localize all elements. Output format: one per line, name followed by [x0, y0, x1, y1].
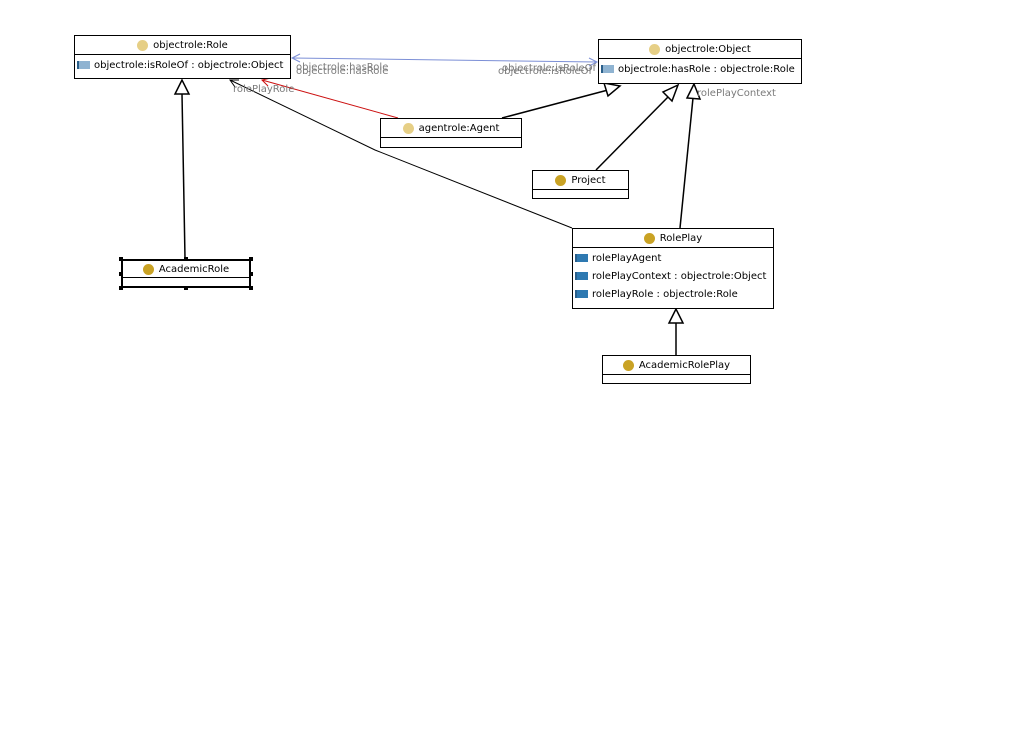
class-name: objectrole:Object [665, 43, 751, 55]
property-icon [575, 272, 588, 280]
property-icon [601, 65, 614, 73]
class-name: AcademicRole [158, 263, 230, 275]
class-icon [643, 232, 655, 244]
class-icon [402, 122, 414, 134]
edge-label-roleplayrole: rolePlayRole [233, 84, 295, 95]
edge-label-hasrole: objectrole:hasRole [296, 62, 389, 73]
selection-handle[interactable] [184, 257, 188, 261]
class-box-roleplay[interactable]: RolePlay rolePlayAgent rolePlayContext :… [572, 228, 774, 309]
selection-handle[interactable] [249, 272, 253, 276]
selection-handle[interactable] [249, 286, 253, 290]
selection-handle[interactable] [184, 286, 188, 290]
property-icon [575, 290, 588, 298]
inheritance-academicroleplay-roleplay[interactable] [667, 307, 685, 355]
class-icon [555, 174, 567, 186]
class-icon [649, 43, 661, 55]
association-roleplay-role[interactable] [229, 79, 573, 229]
inheritance-agent-object[interactable] [501, 82, 622, 119]
class-box-role[interactable]: objectrole:Role objectrole:isRoleOf : ob… [74, 35, 291, 79]
attribute-row[interactable]: objectrole:hasRole : objectrole:Role [601, 60, 799, 78]
attribute-row[interactable]: objectrole:isRoleOf : objectrole:Object [77, 56, 288, 74]
edge-label-isroleof: objectrole:isRoleOf [502, 63, 597, 74]
selection-handle[interactable] [119, 257, 123, 261]
property-icon [77, 61, 90, 69]
class-box-academicrole[interactable]: AcademicRole [121, 259, 251, 288]
class-name: objectrole:Role [153, 39, 228, 51]
inheritance-roleplay-object[interactable] [679, 82, 702, 229]
selection-handle[interactable] [249, 257, 253, 261]
attribute-row[interactable]: rolePlayAgent [575, 249, 771, 267]
class-name: agentrole:Agent [418, 122, 500, 134]
selection-handle[interactable] [119, 272, 123, 276]
class-box-object[interactable]: objectrole:Object objectrole:hasRole : o… [598, 39, 802, 84]
property-icon [575, 254, 588, 262]
inheritance-project-object[interactable] [595, 83, 680, 171]
class-name: Project [571, 174, 606, 186]
attribute-label: rolePlayContext : objectrole:Object [592, 270, 767, 282]
attribute-label: rolePlayRole : objectrole:Role [592, 288, 738, 300]
class-box-project[interactable]: Project [532, 170, 629, 199]
attribute-label: objectrole:hasRole : objectrole:Role [618, 63, 795, 75]
attribute-label: objectrole:isRoleOf : objectrole:Object [94, 59, 284, 71]
edge-label-roleplaycontext: rolePlayContext [697, 88, 776, 99]
edge-label-isroleof-overlap: objectrole:isRoleOf [498, 66, 593, 77]
class-icon [622, 359, 634, 371]
edge-label-hasrole-overlap: objectrole:hasRole [296, 66, 389, 77]
inheritance-academicrole-role[interactable] [173, 78, 191, 259]
attribute-label: rolePlayAgent [592, 252, 662, 264]
class-name: AcademicRolePlay [638, 359, 731, 371]
class-icon [142, 263, 154, 275]
association-hasrole-isroleof[interactable] [290, 53, 599, 67]
class-box-academicroleplay[interactable]: AcademicRolePlay [602, 355, 751, 384]
selection-handle[interactable] [119, 286, 123, 290]
class-box-agent[interactable]: agentrole:Agent [380, 118, 522, 148]
class-name: RolePlay [659, 232, 703, 244]
attribute-row[interactable]: rolePlayRole : objectrole:Role [575, 285, 771, 303]
attribute-row[interactable]: rolePlayContext : objectrole:Object [575, 267, 771, 285]
class-icon [137, 39, 149, 51]
